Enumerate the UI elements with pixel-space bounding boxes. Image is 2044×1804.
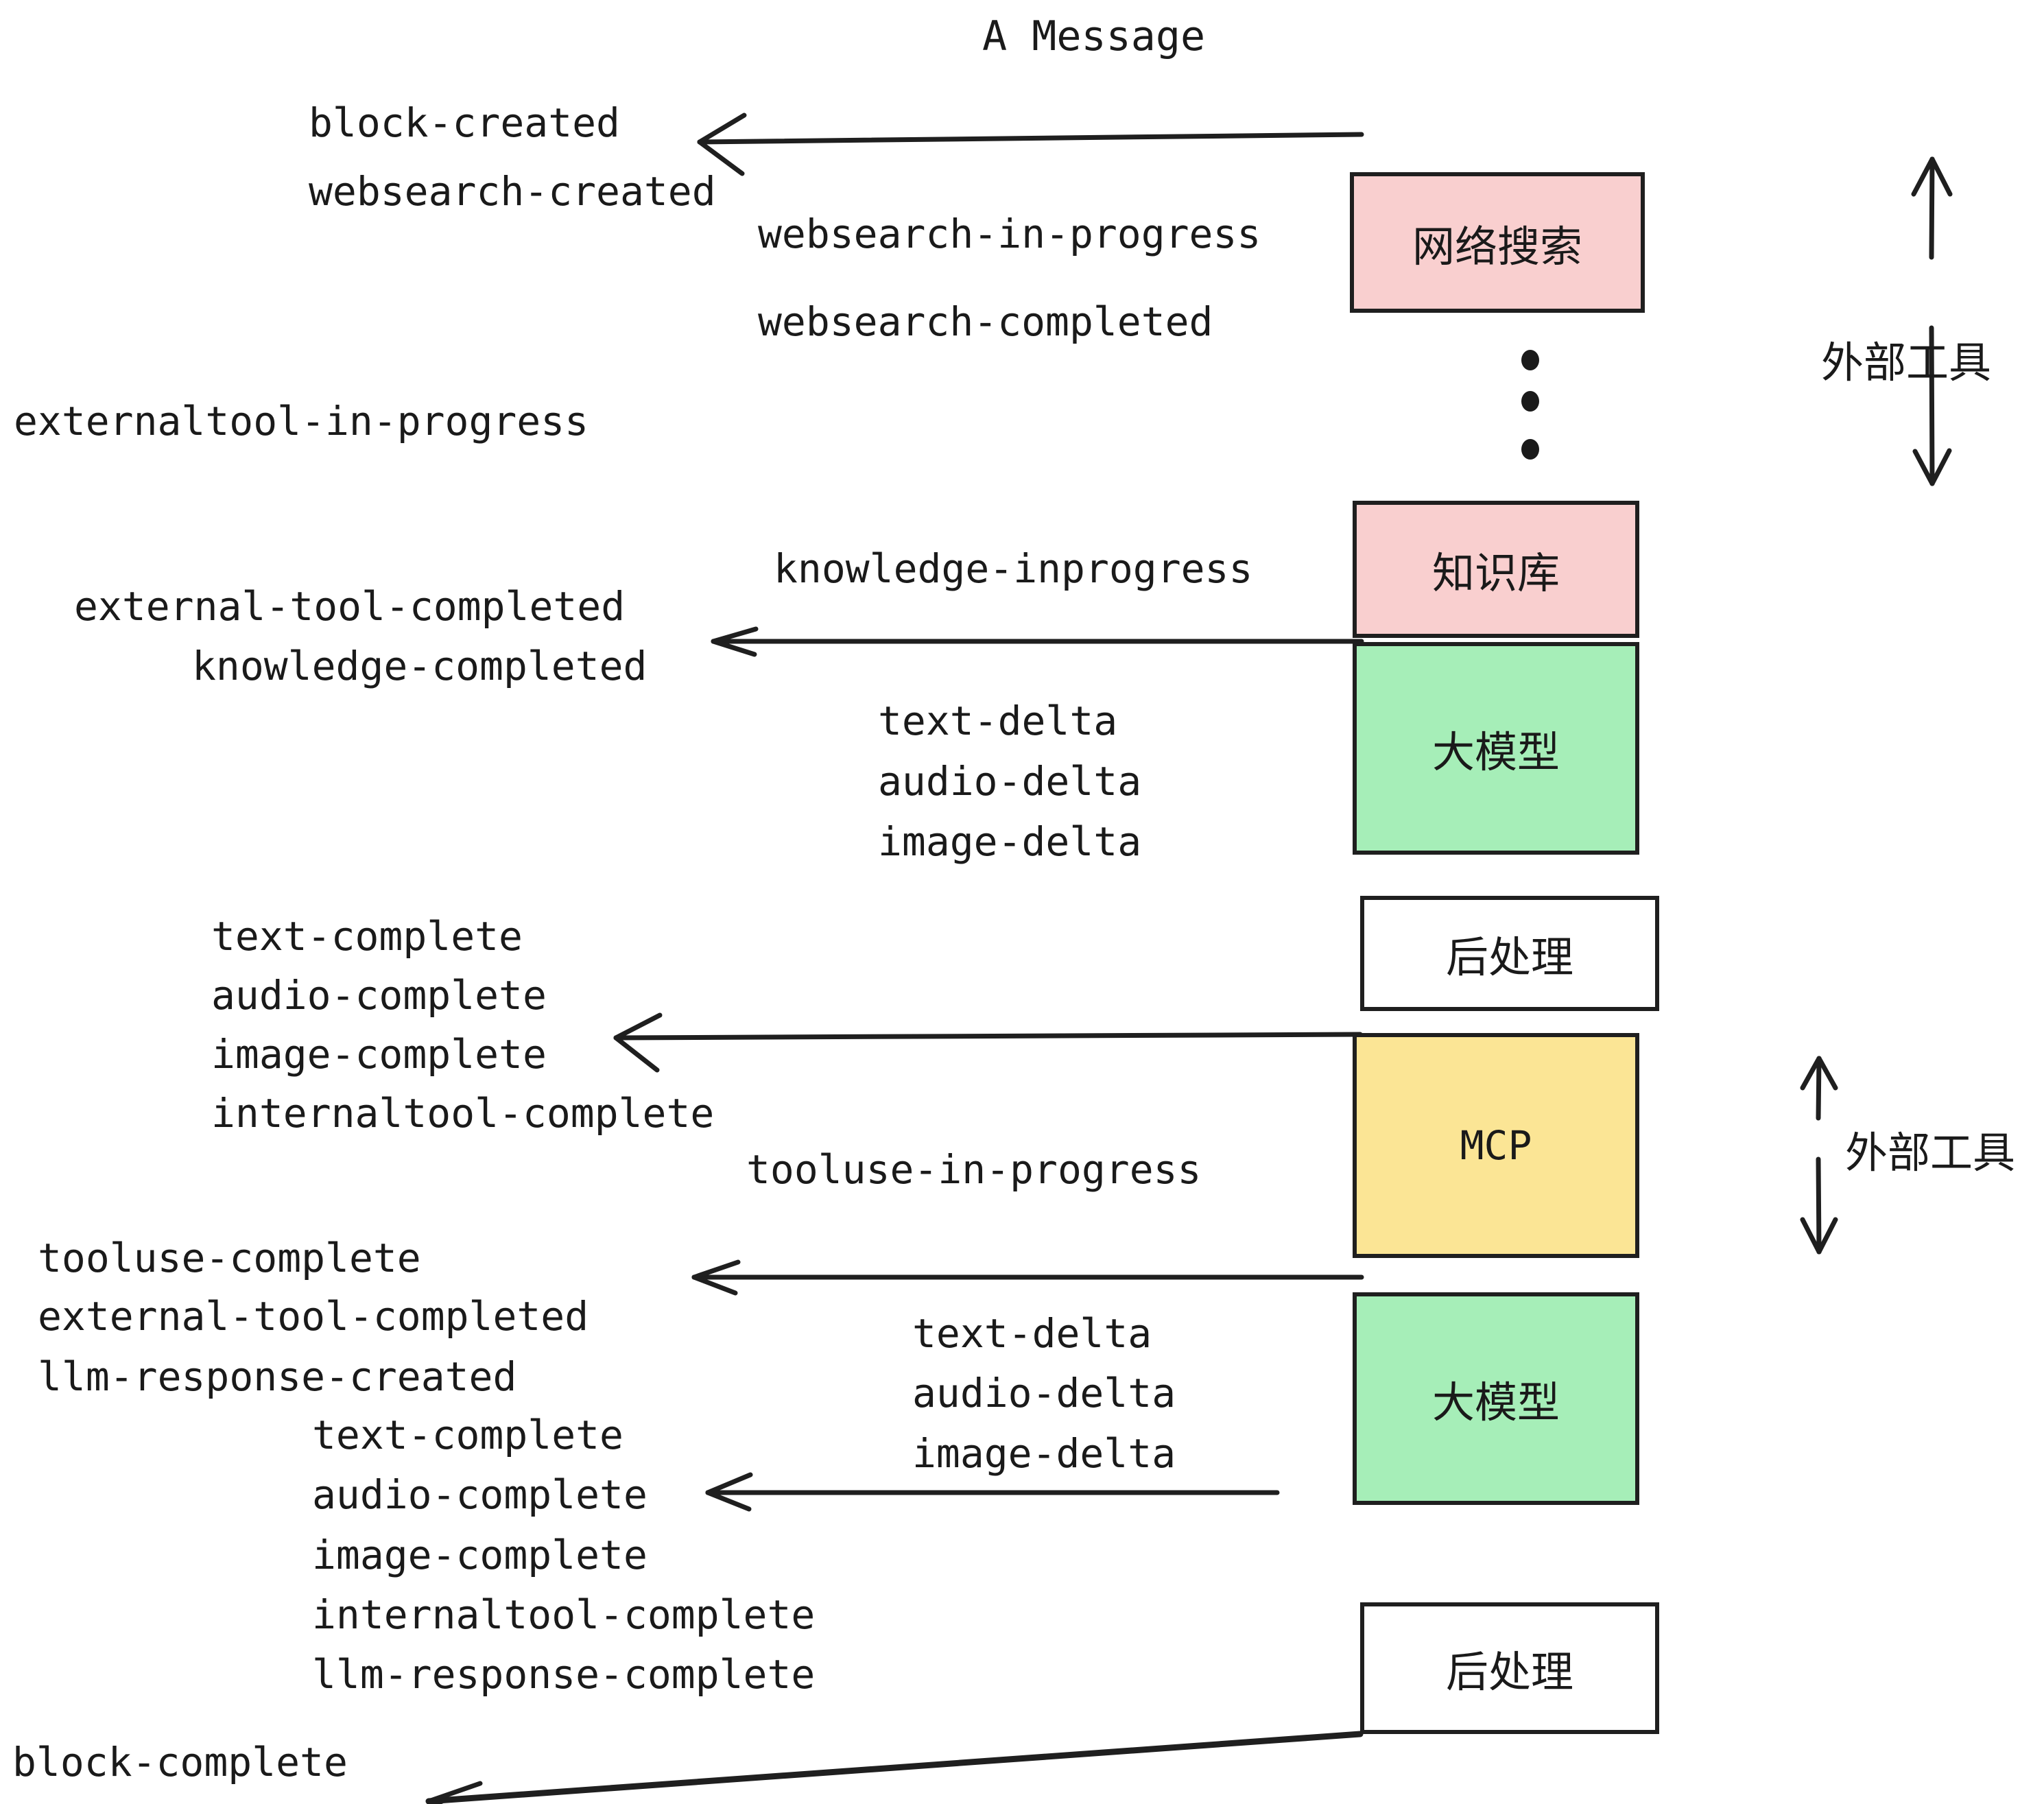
event-label-image-delta-1: image-delta	[878, 818, 1142, 865]
event-label-audio-delta-1: audio-delta	[878, 758, 1142, 805]
component-box-websearch: 网络搜索	[1350, 172, 1645, 313]
ellipsis-dot-2	[1521, 391, 1539, 412]
component-box-websearch-label: 网络搜索	[1412, 221, 1582, 272]
event-label-tooluse-in-progress: tooluse-in-progress	[746, 1146, 1202, 1193]
event-label-audio-complete-1: audio-complete	[211, 972, 547, 1019]
event-label-audio-delta-2: audio-delta	[912, 1370, 1176, 1416]
event-label-text-complete-1: text-complete	[211, 913, 523, 960]
event-label-knowledge-completed: knowledge-completed	[192, 643, 647, 689]
component-box-mcp: MCP	[1353, 1033, 1639, 1258]
component-box-llm-1: 大模型	[1353, 642, 1639, 855]
component-box-llm-2: 大模型	[1353, 1292, 1639, 1505]
ellipsis-dot-1	[1521, 350, 1539, 370]
component-box-mcp-label: MCP	[1460, 1122, 1532, 1169]
event-label-internaltool-complete-1: internaltool-complete	[211, 1090, 715, 1137]
event-label-audio-complete-2: audio-complete	[312, 1471, 647, 1518]
event-label-tooluse-complete: tooluse-complete	[38, 1235, 421, 1281]
component-box-postproc-2-label: 后处理	[1445, 1647, 1573, 1697]
event-label-llm-response-created: llm-response-created	[38, 1353, 517, 1400]
side-label-external-tool-bottom: 外部工具	[1845, 1128, 2016, 1178]
event-label-image-delta-2: image-delta	[912, 1430, 1176, 1477]
event-label-knowledge-inprogress: knowledge-inprogress	[774, 545, 1253, 592]
component-box-llm-2-label: 大模型	[1431, 1377, 1560, 1427]
event-label-internaltool-complete-2: internaltool-complete	[312, 1591, 816, 1638]
event-label-external-tool-completed-1: external-tool-completed	[74, 583, 626, 630]
event-label-text-delta-1: text-delta	[878, 698, 1118, 744]
event-label-websearch-in-progress: websearch-in-progress	[758, 211, 1261, 257]
component-box-postproc-1: 后处理	[1360, 896, 1659, 1011]
event-label-block-complete: block-complete	[12, 1739, 348, 1785]
side-label-external-tool-top: 外部工具	[1821, 337, 1992, 388]
event-label-block-created: block-created	[309, 99, 620, 146]
component-box-knowledge-label: 知识库	[1431, 548, 1560, 598]
event-label-websearch-completed: websearch-completed	[758, 298, 1213, 345]
event-label-image-complete-2: image-complete	[312, 1532, 647, 1578]
component-box-postproc-2: 后处理	[1360, 1602, 1659, 1734]
event-label-image-complete-1: image-complete	[211, 1031, 547, 1078]
ellipsis-dot-3	[1521, 439, 1539, 460]
event-label-text-complete-2: text-complete	[312, 1412, 623, 1458]
event-label-text-delta-2: text-delta	[912, 1310, 1152, 1357]
component-box-postproc-1-label: 后处理	[1445, 932, 1573, 982]
event-label-external-tool-completed-2: external-tool-completed	[38, 1293, 589, 1340]
event-label-websearch-created: websearch-created	[309, 168, 716, 215]
event-label-llm-response-complete: llm-response-complete	[312, 1651, 816, 1698]
component-box-llm-1-label: 大模型	[1431, 727, 1560, 777]
component-box-knowledge: 知识库	[1353, 501, 1639, 638]
event-label-externaltool-in-progress: externaltool-in-progress	[14, 398, 589, 444]
diagram-title: A Message	[982, 12, 1206, 60]
